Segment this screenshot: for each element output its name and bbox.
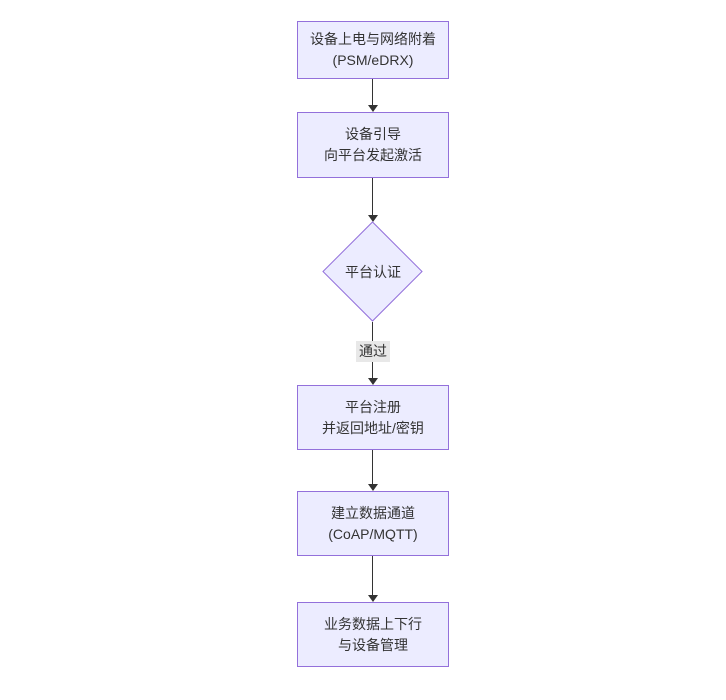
node-label-line: (PSM/eDRX): [332, 52, 414, 68]
node-label-line: 建立数据通道: [331, 504, 415, 521]
node-platform-register: 平台注册 并返回地址/密钥: [297, 385, 449, 450]
edge-line: [372, 450, 373, 484]
node-label-line: 向平台发起激活: [324, 147, 422, 163]
arrowhead-icon: [368, 215, 378, 222]
edge-line: [372, 556, 373, 595]
node-label-line: (CoAP/MQTT): [328, 525, 418, 542]
node-label-line: 并返回地址/密钥: [322, 419, 424, 436]
arrowhead-icon: [368, 484, 378, 491]
edge-label-pass: 通过: [356, 341, 390, 362]
arrowhead-icon: [368, 378, 378, 385]
node-label-line: 设备上电与网络附着: [310, 31, 436, 47]
edge-line: [372, 79, 373, 105]
node-bootstrap: 设备引导 向平台发起激活: [297, 112, 449, 178]
node-label-line: 业务数据上下行: [324, 615, 422, 632]
node-power-attach: 设备上电与网络附着 (PSM/eDRX): [297, 21, 449, 79]
node-label-line: 与设备管理: [338, 636, 408, 653]
node-data-channel: 建立数据通道 (CoAP/MQTT): [297, 491, 449, 556]
edge-line: [372, 178, 373, 215]
arrowhead-icon: [368, 105, 378, 112]
node-label-line: 平台注册: [345, 398, 401, 415]
node-business-data: 业务数据上下行 与设备管理: [297, 602, 449, 667]
node-label-line: 平台认证: [345, 264, 401, 280]
node-label-line: 设备引导: [345, 126, 401, 142]
arrowhead-icon: [368, 595, 378, 602]
